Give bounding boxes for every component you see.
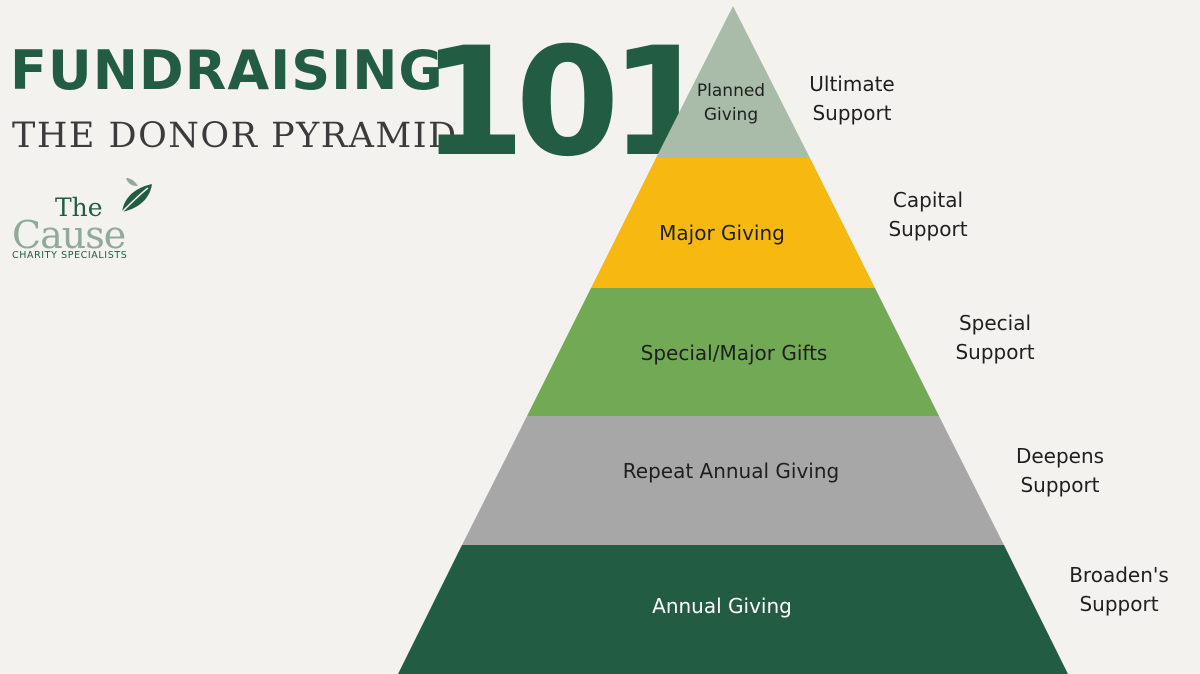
- tier-label-planned-giving: Planned Giving: [697, 80, 765, 128]
- brand-logo: The Cause CHARITY SPECIALISTS: [10, 176, 160, 266]
- logo-tagline: CHARITY SPECIALISTS: [12, 250, 128, 261]
- side-label-line: Support: [1079, 592, 1159, 616]
- tier-major-giving: [591, 158, 875, 288]
- tier-label-line: Major Giving: [659, 221, 785, 245]
- tier-annual-giving: [398, 545, 1068, 674]
- side-label-line: Support: [1020, 473, 1100, 497]
- tier-special-major-gifts: [527, 288, 939, 416]
- tier-repeat-annual-giving: [462, 416, 1004, 545]
- side-label-line: Support: [812, 101, 892, 125]
- side-label-line: Special: [958, 311, 1032, 335]
- side-label-line: Support: [955, 340, 1035, 364]
- side-label-broadens-support: Broaden's Support: [1069, 561, 1169, 619]
- tier-label-annual-giving: Annual Giving: [652, 592, 792, 620]
- tier-label-line: Annual Giving: [652, 594, 792, 618]
- side-label-special-support: Special Support: [955, 309, 1034, 367]
- logo-word-cause: Cause: [12, 213, 126, 257]
- side-label-line: Broaden's: [1069, 563, 1169, 587]
- side-label-line: Support: [888, 217, 968, 241]
- side-label-ultimate-support: Ultimate Support: [809, 70, 894, 128]
- side-label-deepens-support: Deepens Support: [1016, 442, 1104, 500]
- side-label-capital-support: Capital Support: [888, 186, 967, 244]
- side-label-line: Capital: [892, 188, 964, 212]
- tier-label-special-major-gifts: Special/Major Gifts: [641, 339, 828, 367]
- tier-label-line: Planned: [696, 81, 766, 102]
- leaf-icon: [121, 178, 152, 213]
- tier-label-major-giving: Major Giving: [659, 219, 785, 247]
- side-label-line: Ultimate: [809, 72, 895, 96]
- tier-label-line: Special/Major Gifts: [640, 341, 828, 365]
- tier-label-line: Repeat Annual Giving: [622, 459, 840, 483]
- tier-label-line: Giving: [703, 105, 759, 125]
- tier-planned-giving: [656, 6, 810, 158]
- page-title: FUNDRAISING: [10, 39, 444, 102]
- page-subtitle: THE DONOR PYRAMID: [12, 116, 458, 156]
- logo-word-the: The: [55, 193, 103, 222]
- tier-label-repeat-annual-giving: Repeat Annual Giving: [623, 457, 839, 485]
- side-label-line: Deepens: [1015, 444, 1105, 468]
